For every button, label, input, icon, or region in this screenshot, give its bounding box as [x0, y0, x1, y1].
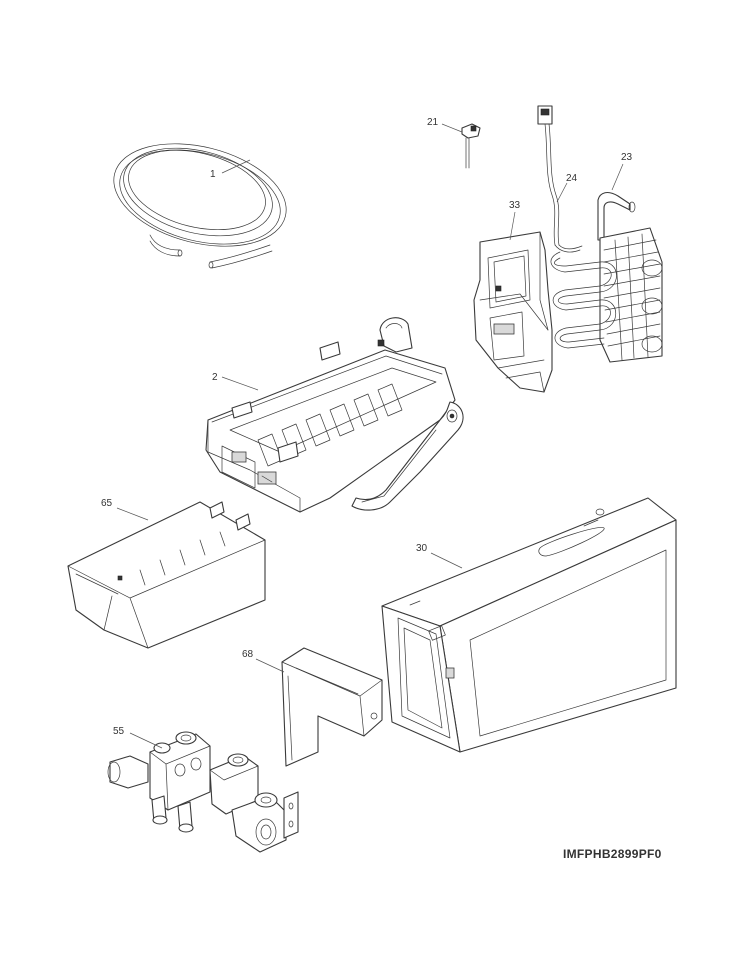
part-cover — [281, 647, 383, 767]
callout-ice-maker: 2 — [212, 372, 218, 383]
callout-wire-harness: 24 — [566, 173, 578, 184]
part-bracket — [473, 231, 553, 393]
callout-tubing: 1 — [210, 169, 216, 180]
part-ice-tray — [67, 501, 266, 649]
leader-cover — [255, 658, 285, 673]
leader-tubing — [221, 159, 251, 174]
callout-water-valve: 55 — [113, 726, 125, 737]
callout-sensor: 21 — [427, 117, 439, 128]
callout-cover: 68 — [242, 649, 254, 660]
callout-defrost-heater: 23 — [621, 152, 633, 163]
part-water-valve — [107, 731, 299, 853]
part-defrost-heater — [550, 191, 663, 363]
leader-ice-maker — [221, 376, 259, 391]
callout-ice-tray: 65 — [101, 498, 113, 509]
drawing-code: IMFPHB2899PF0 — [563, 847, 662, 861]
leader-ice-bucket — [430, 552, 463, 569]
leader-water-valve — [129, 732, 163, 749]
leader-sensor — [441, 123, 463, 133]
leader-ice-tray — [116, 507, 149, 521]
leader-wire-harness — [556, 182, 568, 203]
leader-defrost-heater — [611, 163, 624, 191]
callout-bracket: 33 — [509, 200, 521, 211]
part-ice-bucket — [381, 497, 677, 753]
leader-bracket — [509, 211, 516, 241]
callout-ice-bucket: 30 — [416, 543, 428, 554]
part-sensor — [461, 123, 481, 169]
part-wire-harness — [537, 105, 583, 253]
part-ice-maker — [205, 317, 464, 513]
part-tubing — [113, 143, 287, 269]
